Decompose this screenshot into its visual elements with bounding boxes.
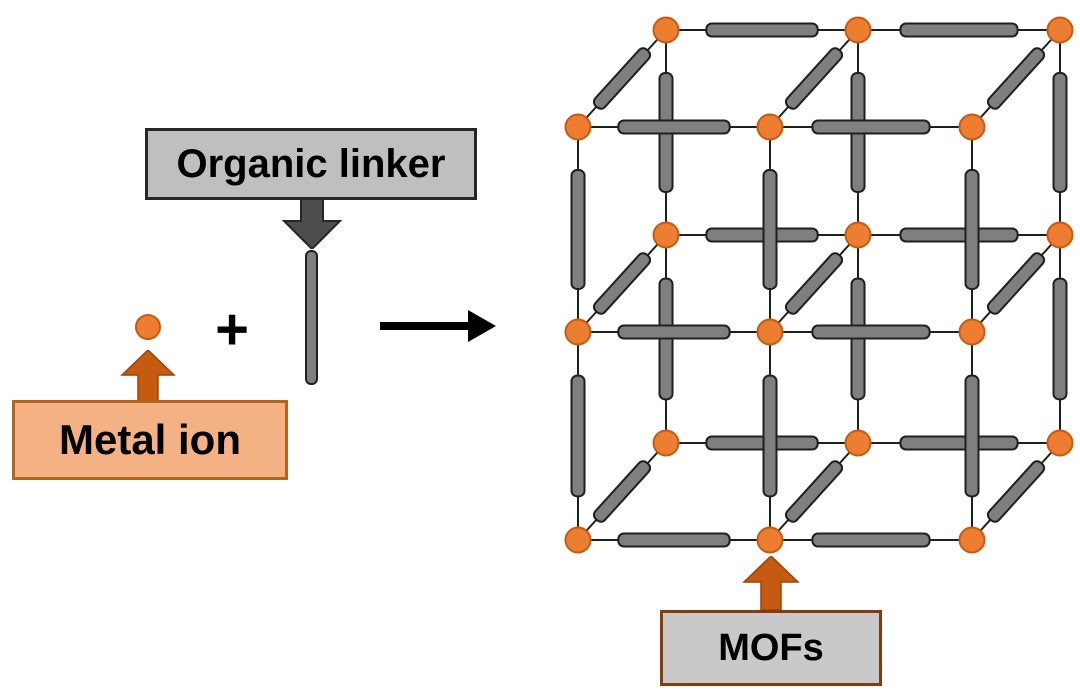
- metal-ion-node: [564, 318, 592, 346]
- linker-bar: [811, 119, 931, 135]
- metal-ion-node: [564, 526, 592, 554]
- right-arrow-icon: [380, 310, 496, 342]
- linker-bar: [762, 169, 778, 290]
- metal-ion-node: [564, 113, 592, 141]
- down-arrow-shape: [282, 199, 342, 249]
- linker-bar: [811, 532, 931, 548]
- mofs-label-box: MOFs: [660, 610, 882, 686]
- linker-bar: [986, 460, 1046, 523]
- up-arrow-shape: [120, 350, 176, 402]
- metal-ion-node: [958, 526, 986, 554]
- plus-sign: +: [215, 296, 249, 362]
- linker-bar: [705, 435, 819, 451]
- linker-bar: [899, 22, 1019, 38]
- down-arrow-icon: [282, 199, 342, 249]
- linker-bar: [1052, 72, 1068, 193]
- metal-ion-node: [958, 318, 986, 346]
- linker-bar: [705, 22, 819, 38]
- linker-bar: [592, 252, 652, 315]
- linker-bar: [986, 252, 1046, 315]
- organic-linker-label: Organic linker: [176, 141, 446, 186]
- linker-bar: [784, 460, 844, 523]
- metal-ion-node: [1046, 429, 1074, 457]
- metal-ion-node: [652, 16, 680, 44]
- linker-bar: [617, 324, 731, 340]
- metal-ion-node: [958, 113, 986, 141]
- linker-bar: [617, 532, 731, 548]
- mofs-label: MOFs: [718, 626, 824, 669]
- right-arrow-head: [468, 310, 496, 342]
- metal-ion-node: [756, 113, 784, 141]
- organic-linker-label-box: Organic linker: [145, 128, 477, 200]
- linker-bar: [1052, 277, 1068, 401]
- mofs-up-arrow-shape: [742, 556, 800, 610]
- linker-bar: [617, 119, 731, 135]
- linker-bar: [762, 374, 778, 498]
- metal-ion-label: Metal ion: [58, 416, 241, 463]
- linker-bar: [964, 169, 980, 290]
- metal-ion-node: [844, 16, 872, 44]
- linker-bar: [899, 227, 1019, 243]
- linker-bar: [964, 374, 980, 498]
- linker-bar: [784, 252, 844, 315]
- metal-ion-node: [1046, 16, 1074, 44]
- organic-linker-bar: [305, 250, 318, 385]
- metal-ion-node: [844, 221, 872, 249]
- linker-bar: [811, 324, 931, 340]
- mofs-up-arrow-icon: [742, 556, 800, 610]
- metal-ion-node: [652, 429, 680, 457]
- up-arrow-icon: [120, 350, 176, 402]
- linker-bar: [986, 47, 1046, 110]
- metal-ion-node: [756, 526, 784, 554]
- linker-bar: [784, 47, 844, 110]
- metal-ion-node: [1046, 221, 1074, 249]
- metal-ion-label-box: Metal ion: [12, 400, 288, 480]
- linker-bar: [705, 227, 819, 243]
- linker-bar: [592, 460, 652, 523]
- metal-ion-node: [844, 429, 872, 457]
- linker-bar: [570, 374, 586, 498]
- linker-bar: [592, 47, 652, 110]
- metal-ion-dot: [135, 314, 161, 340]
- metal-ion-node: [652, 221, 680, 249]
- linker-bar: [899, 435, 1019, 451]
- metal-ion-node: [756, 318, 784, 346]
- linker-bar: [570, 169, 586, 290]
